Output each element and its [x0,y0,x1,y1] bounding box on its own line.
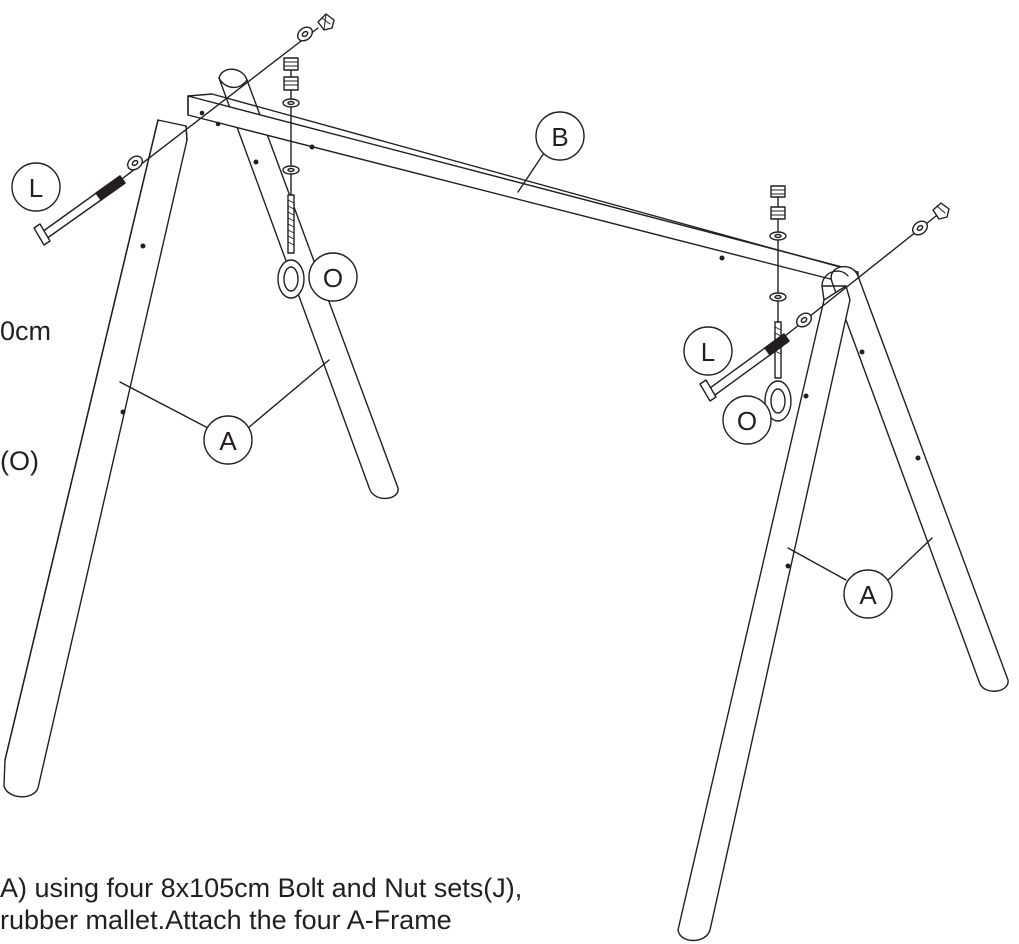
callout-label-leg-right: A [859,580,877,610]
callout-circle-eye-bolt-right [722,395,772,445]
left-back-leg [218,68,399,500]
side-text-fragment-1: 0cm [0,316,52,346]
left-eye-bolt-assembly [277,57,305,299]
right-through-bolt-assembly [699,202,950,402]
right-back-leg [830,265,1009,692]
callout-label-eye-bolt-right: O [737,406,757,436]
callout-label-crossbeam: B [551,122,568,152]
callout-circle-leg-left [203,415,253,465]
right-front-leg [677,270,851,942]
left-front-leg [3,119,188,798]
instruction-line-1: A) using four 8x105cm Bolt and Nut sets(… [0,873,523,903]
callout-label-bolt-left: L [29,173,43,203]
callout-label-bolt-right: L [701,337,715,367]
callout-label-leg-left: A [219,426,237,456]
right-leader-lines [517,149,933,581]
callout-circle-bolt-right [683,326,733,376]
callout-label-eye-bolt-left: O [323,263,343,293]
callout-circle-leg-right [843,569,893,619]
left-through-bolt-assembly [33,13,335,246]
callout-circle-eye-bolt-left [308,252,358,302]
side-text-fragment-2: (O) [0,446,39,476]
instruction-line-2: rubber mallet.Attach the four A-Frame [0,905,452,935]
left-leader-lines [119,359,330,429]
crossbeam [187,93,859,284]
callout-circle-crossbeam [535,111,585,161]
right-eye-bolt-assembly [764,185,792,422]
callout-circle-bolt-left [11,162,61,212]
